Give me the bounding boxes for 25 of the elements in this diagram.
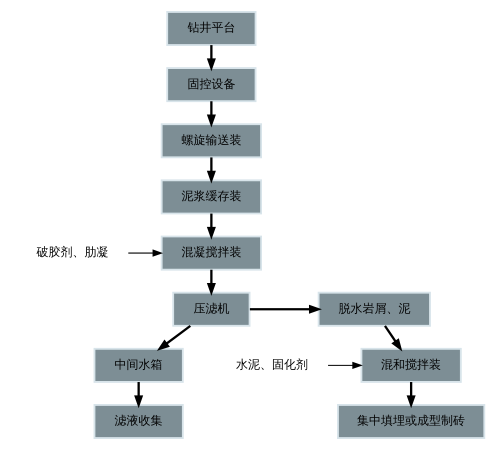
arrow	[206, 270, 216, 296]
arrow	[128, 249, 163, 257]
node-box: 混凝搅拌装	[160, 236, 262, 271]
arrow	[328, 362, 362, 370]
node-box: 钻井平台	[166, 10, 256, 46]
arrow	[206, 101, 216, 128]
arrow	[206, 157, 216, 184]
node-box: 集中填埋或成型制砖	[336, 404, 485, 440]
arrow	[156, 324, 191, 351]
node-box: 滤液收集	[93, 404, 184, 440]
node-box: 泥浆缓存装	[160, 179, 262, 214]
arrow	[406, 382, 416, 408]
node-box: 固控设备	[166, 67, 256, 102]
arrow	[384, 325, 402, 352]
arrow	[249, 304, 322, 314]
arrow	[206, 45, 216, 72]
node-box: 中间水箱	[93, 348, 184, 383]
node-box: 压滤机	[172, 292, 250, 327]
arrow	[206, 214, 216, 240]
node-text: 水泥、固化剂	[236, 358, 308, 372]
node-box: 混和搅拌装	[360, 348, 462, 383]
node-box: 螺旋输送装	[160, 123, 262, 158]
arrow	[134, 382, 143, 408]
node-text: 破胶剂、肋凝	[36, 245, 108, 260]
node-box: 脱水岩屑、泥	[317, 292, 430, 327]
